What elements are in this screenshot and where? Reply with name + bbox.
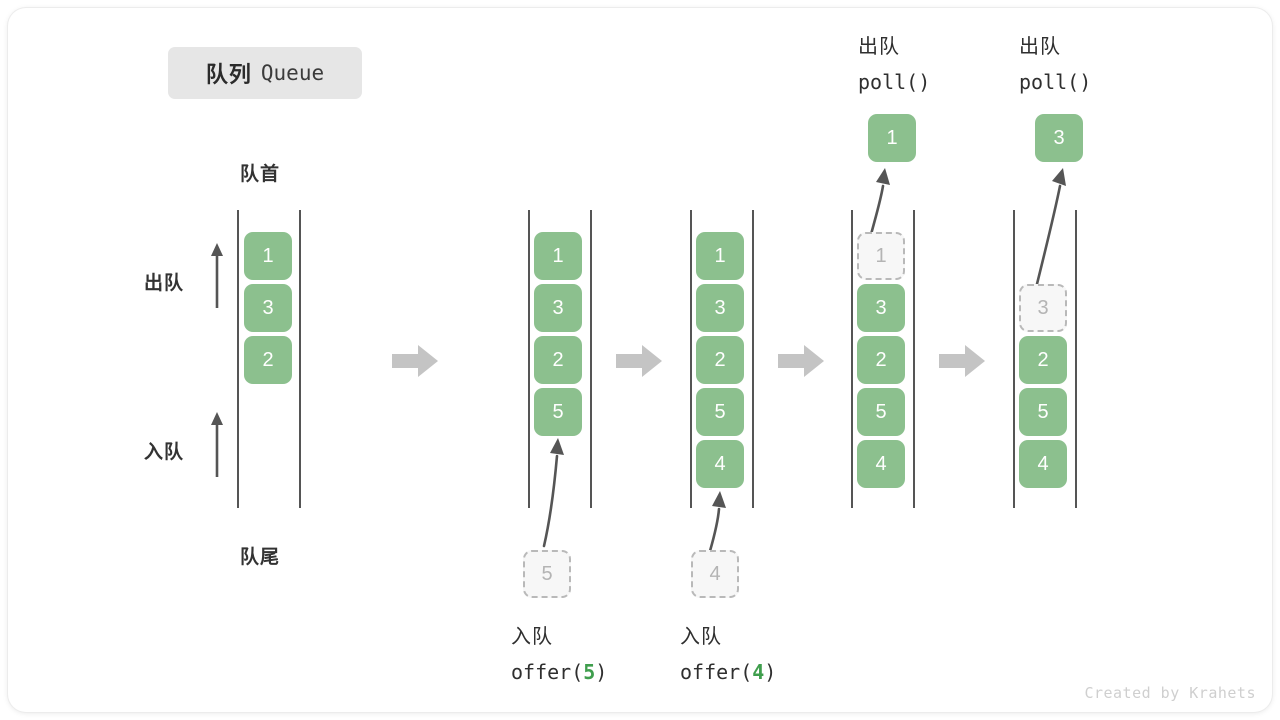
flow-chevron-icon: [778, 345, 824, 377]
enqueue-direction-label: 入队: [144, 442, 185, 463]
queue-rail-right-stage4: [913, 210, 915, 508]
queue-head-label: 队首: [240, 164, 281, 185]
queue-rail-left-stage3: [690, 210, 692, 508]
code-suffix: ): [764, 660, 777, 684]
caption-chinese: 入队: [680, 626, 722, 648]
code-argument: 5: [583, 660, 596, 684]
queue-rail-left-stage2: [528, 210, 530, 508]
code-argument: 4: [752, 660, 765, 684]
popped-element: 1: [868, 114, 916, 162]
queue-element: 2: [534, 336, 582, 384]
dequeue-motion-arrow-icon: [1032, 168, 1066, 298]
caption-chinese: 入队: [511, 626, 553, 648]
queue-rail-left-stage1: [237, 210, 239, 508]
stage-caption-poll-1: 出队 poll(): [858, 30, 930, 100]
title-english: Queue: [260, 61, 325, 85]
queue-element-new: 4: [696, 440, 744, 488]
queue-element: 4: [857, 440, 905, 488]
queue-element: 2: [1019, 336, 1067, 384]
title-chinese: 队列: [205, 62, 252, 87]
flow-chevron-icon: [392, 345, 438, 377]
queue-tail-label: 队尾: [240, 547, 281, 568]
queue-element: 5: [857, 388, 905, 436]
incoming-element-ghost: 5: [523, 550, 571, 598]
queue-rail-right-stage1: [299, 210, 301, 508]
code-suffix: ): [595, 660, 608, 684]
stage-caption-offer-5: 入队 offer(5): [511, 620, 607, 690]
queue-element: 3: [696, 284, 744, 332]
removed-element-ghost: 3: [1019, 284, 1067, 332]
stage-caption-offer-4: 入队 offer(4): [680, 620, 776, 690]
queue-element: 2: [696, 336, 744, 384]
diagram-title-chip: 队列 Queue: [168, 47, 362, 99]
queue-element: 5: [696, 388, 744, 436]
stage-caption-poll-3: 出队 poll(): [1019, 30, 1091, 100]
queue-element: 5: [1019, 388, 1067, 436]
queue-rail-left-stage5: [1013, 210, 1015, 508]
popped-element: 3: [1035, 114, 1083, 162]
queue-element: 3: [534, 284, 582, 332]
removed-element-ghost: 1: [857, 232, 905, 280]
queue-rail-right-stage5: [1075, 210, 1077, 508]
caption-chinese: 出队: [858, 36, 900, 58]
queue-element: 4: [1019, 440, 1067, 488]
queue-element: 1: [534, 232, 582, 280]
caption-chinese: 出队: [1019, 36, 1061, 58]
caption-code: poll(): [858, 70, 931, 94]
queue-rail-right-stage2: [590, 210, 592, 508]
caption-code: poll(): [1019, 70, 1092, 94]
enqueue-motion-arrow-icon: [542, 438, 564, 548]
code-prefix: offer(: [511, 660, 584, 684]
queue-element: 1: [696, 232, 744, 280]
queue-element-new: 5: [534, 388, 582, 436]
incoming-element-ghost: 4: [691, 550, 739, 598]
dequeue-direction-arrow-icon: [211, 243, 223, 308]
watermark-credit: Created by Krahets: [1084, 684, 1256, 702]
queue-element: 2: [857, 336, 905, 384]
enqueue-motion-arrow-icon: [708, 491, 726, 553]
queue-element: 3: [857, 284, 905, 332]
queue-element: 2: [244, 336, 292, 384]
enqueue-direction-arrow-icon: [211, 412, 223, 477]
code-prefix: offer(: [680, 660, 753, 684]
queue-rail-left-stage4: [851, 210, 853, 508]
queue-element: 1: [244, 232, 292, 280]
flow-chevron-icon: [616, 345, 662, 377]
caption-code: offer(5): [511, 655, 607, 690]
caption-code: offer(4): [680, 655, 776, 690]
flow-chevron-icon: [939, 345, 985, 377]
queue-rail-right-stage3: [752, 210, 754, 508]
queue-element: 3: [244, 284, 292, 332]
dequeue-direction-label: 出队: [144, 273, 185, 294]
